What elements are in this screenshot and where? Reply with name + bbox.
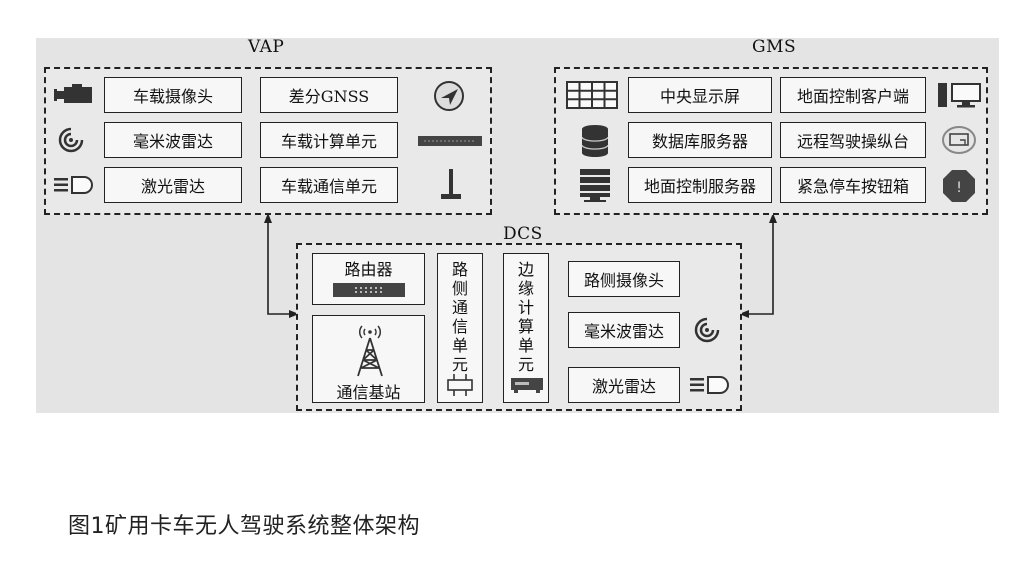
client-computer-icon — [938, 83, 981, 108]
vap-item-radar: 毫米波雷达 — [104, 122, 242, 158]
edge-compute-unit-box: 边 缘 计 算 单 元 — [503, 253, 549, 403]
gms-item-display: 中央显示屏 — [628, 77, 772, 113]
vap-item-lidar: 激光雷达 — [104, 167, 242, 203]
dcs-radar-wave-icon — [694, 317, 720, 343]
lidar-icon — [54, 176, 93, 194]
dcs-title: DCS — [503, 224, 543, 244]
gms-dcs-arrow — [739, 213, 777, 318]
base-station-label: 通信基站 — [336, 383, 401, 402]
gms-item-client: 地面控制客户端 — [780, 77, 926, 113]
edge-compute-char-5: 单 — [517, 336, 534, 355]
dcs-group: 路由器 通信基站 路 — [296, 243, 742, 411]
vap-item-compute: 车载计算单元 — [260, 122, 398, 158]
remote-console-icon — [942, 126, 976, 154]
roadside-comm-char-4: 信 — [451, 317, 468, 336]
dcs-sensor-radar: 毫米波雷达 — [568, 312, 680, 348]
edge-compute-char-3: 计 — [517, 298, 534, 317]
roadside-comm-char-1: 路 — [451, 260, 468, 279]
vap-group: 车载摄像头 差分GNSS 毫米波雷达 车载计算单元 激光雷达 车载通信单元 — [44, 67, 492, 215]
gms-title: GMS — [752, 37, 797, 57]
gms-item-estop: 紧急停车按钮箱 — [780, 167, 926, 203]
vap-item-gnss: 差分GNSS — [260, 77, 398, 113]
roadside-comm-unit-box: 路 侧 通 信 单 元 — [437, 253, 483, 403]
gms-item-server: 地面控制服务器 — [628, 167, 772, 203]
router-box: 路由器 — [312, 253, 425, 305]
diagram-area: VAP 车载摄像头 差分GNSS 毫米波雷达 车载计算单元 激光雷达 车载通信单… — [36, 37, 999, 413]
base-station-box: 通信基站 — [312, 315, 425, 403]
roadside-comm-char-5: 单 — [451, 336, 468, 355]
router-label: 路由器 — [344, 260, 393, 279]
signal-tower-icon — [357, 325, 383, 377]
display-grid-icon — [566, 81, 618, 109]
database-icon — [581, 125, 609, 157]
computing-unit-icon — [418, 136, 482, 146]
figure-caption: 图1矿用卡车无人驾驶系统整体架构 — [68, 514, 420, 539]
emergency-stop-glyph: ! — [956, 180, 962, 196]
dcs-sensor-camera: 路侧摄像头 — [568, 261, 680, 297]
dcs-lidar-icon — [690, 376, 729, 394]
vap-item-comm: 车载通信单元 — [260, 167, 398, 203]
gms-item-console: 远程驾驶操纵台 — [780, 122, 926, 158]
gms-group: 中央显示屏 地面控制客户端 数据库服务器 远程驾驶操纵台 地面控制服务器 紧急停… — [554, 67, 988, 215]
edge-compute-char-6: 元 — [517, 355, 534, 374]
edge-compute-char-4: 算 — [517, 317, 534, 336]
router-icon — [333, 283, 405, 297]
roadside-comm-device-icon — [447, 374, 473, 396]
roadside-comm-char-3: 通 — [451, 298, 468, 317]
roadside-comm-char-2: 侧 — [451, 279, 468, 298]
server-icon — [580, 169, 610, 202]
radar-wave-icon — [58, 127, 84, 153]
edge-compute-device-icon — [511, 378, 543, 393]
vap-item-camera: 车载摄像头 — [104, 77, 242, 113]
vap-title: VAP — [248, 37, 285, 57]
roadside-comm-label: 路 侧 通 信 单 元 — [438, 260, 482, 374]
navigation-icon — [434, 81, 464, 111]
roadside-comm-char-6: 元 — [451, 355, 468, 374]
dcs-sensor-lidar: 激光雷达 — [568, 367, 680, 403]
edge-compute-char-1: 边 — [517, 260, 534, 279]
camera-icon — [54, 84, 92, 103]
vap-dcs-arrow — [264, 213, 299, 318]
gms-item-database: 数据库服务器 — [628, 122, 772, 158]
emergency-stop-icon: ! — [943, 170, 975, 202]
edge-compute-label: 边 缘 计 算 单 元 — [504, 260, 548, 374]
antenna-icon — [441, 169, 461, 199]
edge-compute-char-2: 缘 — [517, 279, 534, 298]
